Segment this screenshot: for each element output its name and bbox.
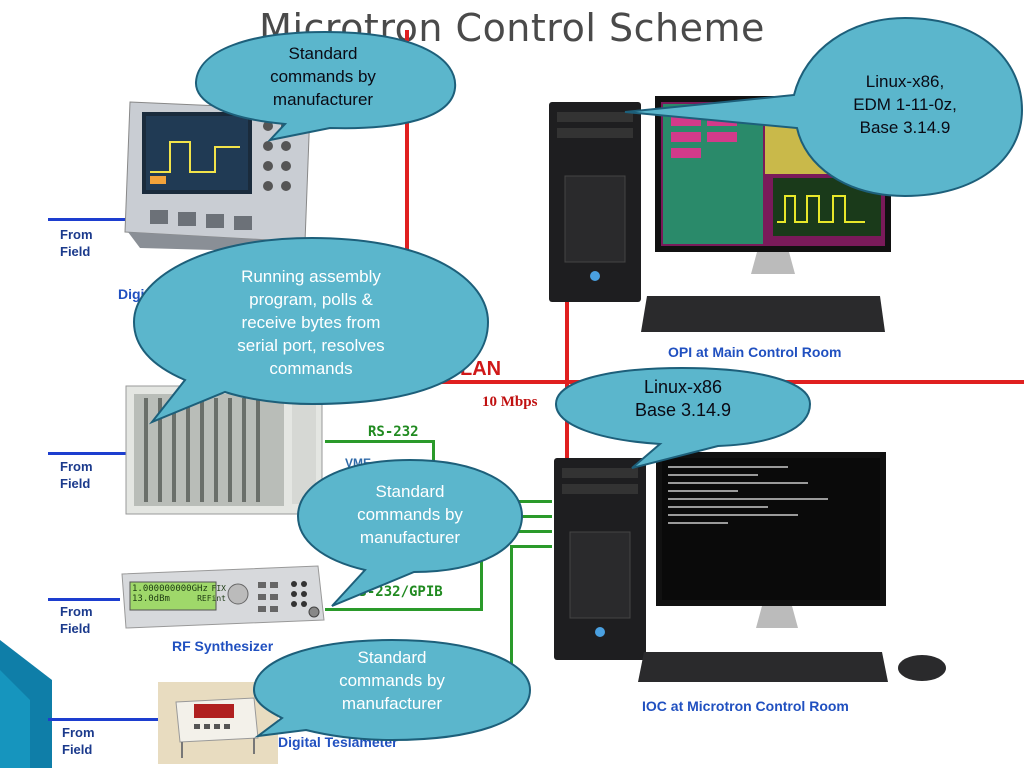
- rf-synthesizer-icon: [121, 565, 325, 629]
- rf-display-frequency: 1.000000000GHz: [132, 584, 208, 594]
- from-field-4: From Field: [62, 725, 95, 757]
- vme-bubble-text: Running assembly program, polls & receiv…: [237, 267, 385, 378]
- ioc-computer-icon: [554, 452, 888, 682]
- field-wire-2: [48, 452, 128, 455]
- lan-vertical-left: [405, 30, 409, 382]
- from-field-1: From Field: [60, 227, 93, 259]
- ioc-bubble-text: Linux-x86 Base 3.14.9: [634, 377, 732, 420]
- rs232-gpib-line: [325, 608, 483, 611]
- rf-caption: RF Synthesizer: [172, 638, 274, 654]
- osc-bubble-text: Standard commands by manufacturer: [270, 44, 376, 109]
- lan-to-opi: [565, 300, 569, 382]
- from-field-2: From Field: [60, 459, 93, 491]
- rf-display: 1.000000000GHz 13.0dBm: [132, 584, 208, 604]
- speed-label: 10 Mbps: [482, 394, 538, 410]
- rf-display-flags: FIX REFint: [196, 584, 226, 604]
- tesla-bubble-shape: [252, 638, 532, 742]
- teslameter-icon: [158, 682, 278, 764]
- rs232-top: [325, 440, 435, 443]
- serial-drop-rf: [480, 530, 483, 610]
- serial-drop-tesla: [510, 545, 513, 700]
- field-wire-4: [48, 718, 160, 721]
- field-wire-1: [48, 218, 128, 221]
- from-field-3: From Field: [60, 604, 93, 636]
- opi-bubble-text: Linux-x86, EDM 1-11-0z, Base 3.14.9: [853, 72, 957, 137]
- rf-bubble-text: Standard commands by manufacturer: [357, 482, 463, 547]
- ioc-caption: IOC at Microtron Control Room: [642, 698, 849, 714]
- opi-bubble-shape: [624, 16, 1024, 198]
- tesla-bubble-text: Standard commands by manufacturer: [339, 648, 445, 713]
- opi-computer-icon: [549, 96, 891, 332]
- osc-bubble-shape: [194, 30, 457, 142]
- rf-bubble-shape: [296, 458, 524, 607]
- corner-decoration: [0, 640, 52, 768]
- vme-bubble-shape: [132, 236, 490, 425]
- field-wire-3: [48, 598, 120, 601]
- rf-flag-fix: FIX: [211, 584, 226, 593]
- opi-caption: OPI at Main Control Room: [668, 344, 842, 360]
- rf-flag-ref: REFint: [197, 594, 226, 603]
- serial-line-4: [510, 545, 552, 548]
- ioc-bubble-shape: [554, 366, 812, 469]
- oscilloscope-icon: [124, 101, 311, 252]
- rs232-label: RS-232: [368, 424, 419, 440]
- ioc-mouse-icon: [898, 655, 946, 681]
- rf-display-power: 13.0dBm: [132, 594, 170, 604]
